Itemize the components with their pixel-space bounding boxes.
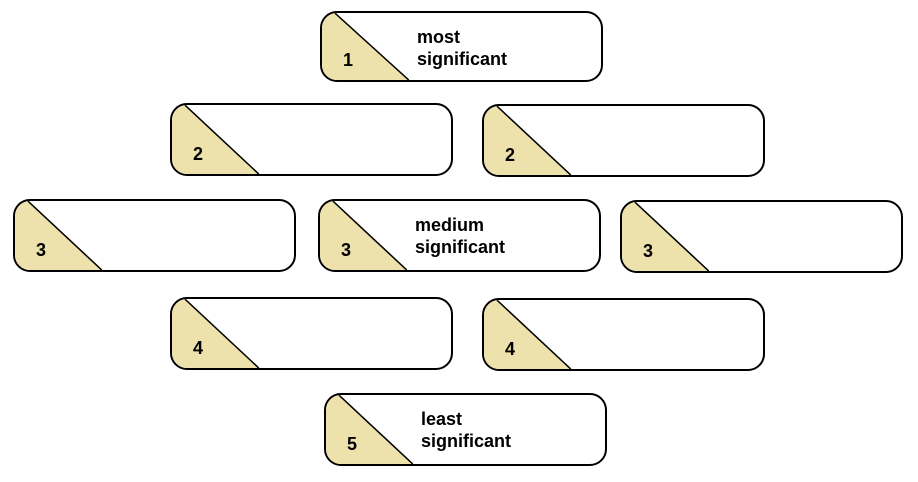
triangle-diagonal-line: [338, 395, 414, 464]
box-label-line1: most: [417, 27, 461, 47]
triangle-diagonal-line: [184, 105, 260, 174]
corner-triangle-icon: [320, 201, 408, 270]
triangle-fill: [172, 105, 259, 174]
box-number: 1: [343, 50, 354, 70]
box-label-line2: significant: [415, 237, 506, 257]
box-number: 3: [341, 240, 352, 260]
corner-triangle-icon: [172, 105, 260, 174]
triangle-diagonal-line: [634, 202, 710, 271]
priority-box-3-right: 3: [620, 200, 903, 273]
triangle-diagonal-line: [27, 201, 103, 270]
box-label-line1: least: [421, 409, 463, 429]
priority-box-4-right: 4: [482, 298, 765, 371]
corner-triangle-icon: [484, 106, 572, 175]
triangle-fill: [172, 299, 259, 368]
box-label-line2: significant: [417, 49, 508, 69]
triangle-diagonal-line: [334, 13, 410, 80]
box-label: medium significant: [415, 214, 505, 258]
box-number: 4: [193, 338, 204, 358]
triangle-fill: [622, 202, 709, 271]
box-label: least significant: [421, 408, 511, 452]
triangle-diagonal-line: [496, 300, 572, 369]
triangle-diagonal-line: [184, 299, 260, 368]
priority-box-4-left: 4: [170, 297, 453, 370]
priority-box-3-left: 3: [13, 199, 296, 272]
priority-box-most-significant: 1 most significant: [320, 11, 603, 82]
box-number: 5: [347, 434, 358, 454]
triangle-fill: [484, 300, 571, 369]
triangle-fill: [320, 201, 407, 270]
corner-triangle-icon: [172, 299, 260, 368]
triangle-fill: [15, 201, 102, 270]
box-label-line2: significant: [421, 431, 512, 451]
corner-triangle-icon: [326, 395, 414, 464]
triangle-fill: [326, 395, 413, 464]
box-number: 2: [505, 145, 516, 165]
box-label: most significant: [417, 26, 507, 70]
corner-triangle-icon: [15, 201, 103, 270]
triangle-fill: [484, 106, 571, 175]
priority-box-medium-significant: 3 medium significant: [318, 199, 601, 272]
corner-triangle-icon: [322, 13, 410, 80]
box-number: 2: [193, 144, 204, 164]
priority-box-2-right: 2: [482, 104, 765, 177]
corner-triangle-icon: [484, 300, 572, 369]
box-number: 3: [643, 241, 654, 261]
box-label-line1: medium: [415, 215, 485, 235]
box-number: 4: [505, 339, 516, 359]
triangle-diagonal-line: [496, 106, 572, 175]
box-number: 3: [36, 240, 47, 260]
triangle-diagonal-line: [332, 201, 408, 270]
triangle-fill: [322, 13, 409, 80]
priority-box-least-significant: 5 least significant: [324, 393, 607, 466]
priority-box-2-left: 2: [170, 103, 453, 176]
corner-triangle-icon: [622, 202, 710, 271]
